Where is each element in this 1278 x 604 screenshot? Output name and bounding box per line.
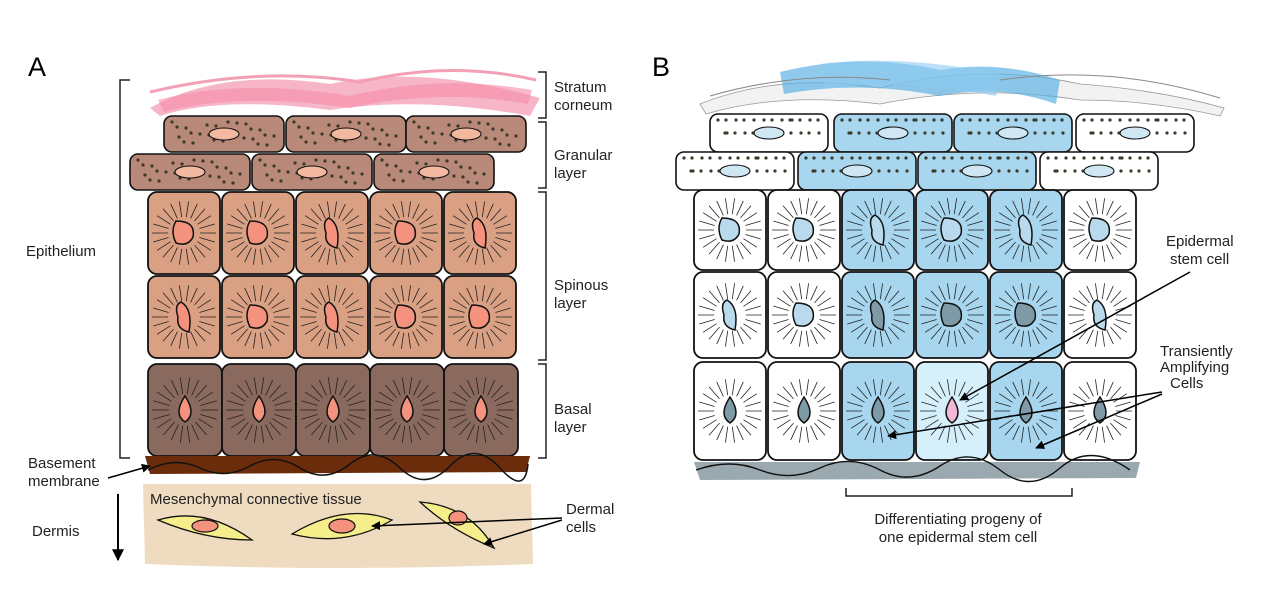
epithelium-label: Epithelium bbox=[26, 243, 96, 260]
basal-cell bbox=[841, 361, 915, 461]
spinous-cell bbox=[443, 275, 517, 359]
epidermal-stem-cell bbox=[915, 361, 989, 461]
dermal-arrow-2 bbox=[483, 519, 563, 546]
basal-cell bbox=[989, 361, 1063, 461]
granular-cell bbox=[163, 115, 285, 153]
granular-cell bbox=[405, 115, 527, 153]
granular-cell bbox=[251, 153, 373, 191]
spinous-cell bbox=[147, 191, 221, 275]
basal-cell bbox=[767, 361, 841, 461]
spinous-cell bbox=[915, 189, 989, 271]
basal-cell bbox=[443, 363, 519, 457]
granular-cell bbox=[373, 153, 495, 191]
spinous-cell bbox=[767, 189, 841, 271]
spinous-cell bbox=[369, 275, 443, 359]
panel-b-epithelium-cells bbox=[693, 189, 1137, 461]
layer-brackets bbox=[119, 71, 547, 459]
granular-cell bbox=[129, 153, 251, 191]
granular-layer-cells bbox=[129, 115, 527, 191]
panel-b-granular-cells bbox=[675, 113, 1195, 191]
spinous-cell bbox=[767, 271, 841, 359]
stratum-corneum-flakes bbox=[149, 69, 540, 116]
granular-cell bbox=[917, 151, 1037, 191]
basal-cell bbox=[221, 363, 297, 457]
dermal-arrow-1 bbox=[371, 517, 563, 531]
spinous-cell bbox=[693, 189, 767, 271]
spinous-cell bbox=[443, 191, 517, 275]
basal-cell bbox=[369, 363, 445, 457]
spinous-cell bbox=[1063, 271, 1137, 359]
panel-a-letter: A bbox=[28, 52, 46, 82]
granular-cell bbox=[953, 113, 1073, 153]
epithelium-cells bbox=[147, 191, 519, 457]
basal-cell bbox=[295, 363, 371, 457]
dermal-cells bbox=[156, 501, 496, 550]
spinous-cell bbox=[915, 271, 989, 359]
granular-cell bbox=[709, 113, 829, 153]
granular-cell bbox=[833, 113, 953, 153]
spinous-cell bbox=[1063, 189, 1137, 271]
basal-cell bbox=[1063, 361, 1137, 461]
granular-cell bbox=[797, 151, 917, 191]
spinous-cell bbox=[221, 275, 295, 359]
mesenchymal-label: Mesenchymal connective tissue bbox=[150, 491, 362, 508]
granular-cell bbox=[1075, 113, 1195, 153]
spinous-cell bbox=[369, 191, 443, 275]
granular-cell bbox=[675, 151, 795, 191]
spinous-cell bbox=[841, 271, 915, 359]
panel-b-corneum-flakes bbox=[699, 60, 1225, 117]
granular-cell bbox=[1039, 151, 1159, 191]
spinous-cell bbox=[221, 191, 295, 275]
spinous-cell bbox=[693, 271, 767, 359]
granular-cell bbox=[285, 115, 407, 153]
basal-cell bbox=[693, 361, 767, 461]
dermis-label: Dermis bbox=[32, 523, 80, 540]
ta-arrow-2 bbox=[1035, 393, 1163, 449]
panel-b-letter: B bbox=[652, 52, 670, 82]
basal-cell bbox=[147, 363, 223, 457]
panel-b-basement-membrane bbox=[694, 462, 1140, 480]
spinous-cell bbox=[147, 275, 221, 359]
basement-membrane-arrow bbox=[107, 463, 151, 479]
ta-arrow-1 bbox=[887, 391, 1163, 440]
stem-cell-arrow bbox=[959, 271, 1191, 401]
spinous-cell bbox=[989, 189, 1063, 271]
spinous-cell bbox=[989, 271, 1063, 359]
spinous-cell bbox=[841, 189, 915, 271]
spinous-cell bbox=[295, 275, 369, 359]
spinous-cell bbox=[295, 191, 369, 275]
progeny-bracket bbox=[845, 488, 1073, 497]
